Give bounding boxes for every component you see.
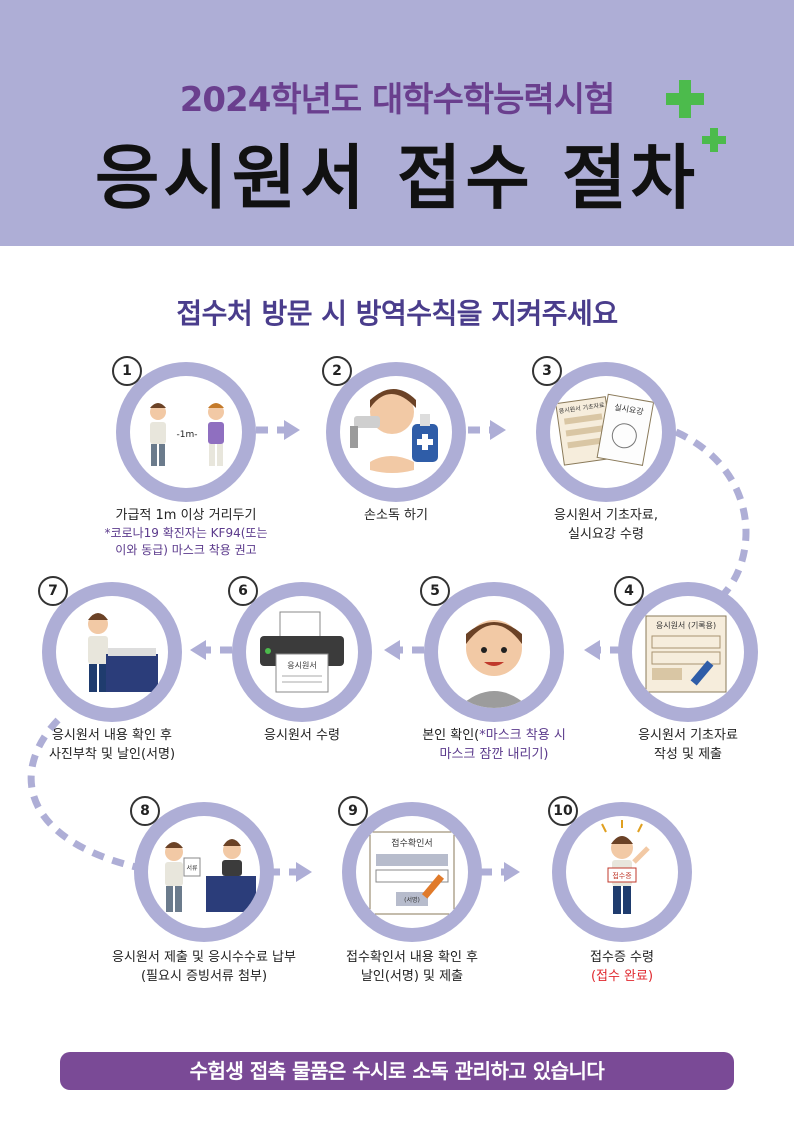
step-5: 5 bbox=[420, 576, 564, 722]
svg-text:접수증: 접수증 bbox=[612, 872, 632, 880]
step-3: 응시원서 기초자료 실시요강 3 bbox=[532, 356, 676, 502]
step-badge: 8 bbox=[130, 796, 160, 826]
step-3-caption: 응시원서 기초자료, 실시요강 수령 bbox=[554, 508, 658, 542]
svg-text:응시원서 (기록용): 응시원서 (기록용) bbox=[656, 621, 716, 630]
step-badge: 9 bbox=[338, 796, 368, 826]
step-10-caption: 접수증 수령 (접수 완료) bbox=[590, 950, 654, 984]
step-9-caption: 접수확인서 내용 확인 후 날인(서명) 및 제출 bbox=[346, 950, 478, 984]
step-badge: 7 bbox=[38, 576, 68, 606]
form-writing-icon: 응시원서 (기록용) bbox=[645, 615, 727, 693]
documents-icon: 응시원서 기초자료 실시요강 bbox=[555, 393, 655, 466]
step-1-caption: 가급적 1m 이상 거리두기 *코로나19 확진자는 KF94(또는 이와 동급… bbox=[104, 508, 268, 557]
step-1: -1m- 1 bbox=[112, 356, 256, 502]
step-badge: 5 bbox=[420, 576, 450, 606]
footer-banner: 수험생 접촉 물품은 수시로 소독 관리하고 있습니다 bbox=[60, 1052, 734, 1090]
submit-fee-icon: 서류 bbox=[165, 839, 256, 912]
step-6-caption: 응시원서 수령 bbox=[264, 728, 340, 743]
identity-check-icon bbox=[458, 620, 530, 708]
distance-label: -1m- bbox=[177, 430, 198, 440]
step-7-caption: 응시원서 내용 확인 후 사진부착 및 날인(서명) bbox=[48, 728, 176, 762]
step-2-caption: 손소독 하기 bbox=[364, 508, 428, 523]
svg-text:서류: 서류 bbox=[186, 864, 198, 872]
step-7: 7 bbox=[38, 576, 182, 722]
step-5-caption: 본인 확인(*마스크 착용 시 마스크 잠깐 내리기) bbox=[422, 728, 566, 762]
step-8-caption: 응시원서 제출 및 응시수수료 납부 (필요시 증빙서류 첨부) bbox=[112, 950, 296, 984]
hand-sanitizer-icon bbox=[350, 389, 438, 473]
printer-icon: 응시원서 bbox=[260, 611, 344, 693]
green-plus-icon bbox=[666, 80, 704, 118]
desk-signing-icon bbox=[88, 613, 158, 692]
small-green-plus-icon bbox=[702, 128, 726, 152]
step-10: 접수증 10 bbox=[548, 796, 692, 942]
header-subtitle: 2024학년도 대학수학능력시험 bbox=[179, 80, 616, 120]
header-banner: 2024학년도 대학수학능력시험 응시원서 접수 절차 bbox=[0, 0, 794, 246]
step-9: 접수확인서 (서명) 9 bbox=[338, 796, 482, 942]
step-badge: 1 bbox=[112, 356, 142, 386]
svg-text:응시원서: 응시원서 bbox=[287, 661, 316, 670]
step-badge: 6 bbox=[228, 576, 258, 606]
receipt-form-icon: 접수확인서 (서명) bbox=[369, 831, 455, 915]
step-8: 서류 8 bbox=[130, 796, 274, 942]
step-2: 2 bbox=[322, 356, 466, 502]
step-badge: 4 bbox=[614, 576, 644, 606]
header-title: 응시원서 접수 절차 bbox=[95, 137, 699, 219]
step-badge: 2 bbox=[322, 356, 352, 386]
social-distance-icon: -1m- bbox=[150, 403, 224, 466]
step-4-caption: 응시원서 기초자료 작성 및 제출 bbox=[638, 728, 738, 762]
step-badge: 10 bbox=[548, 796, 578, 826]
step-4: 응시원서 (기록용) 4 bbox=[614, 576, 758, 722]
svg-text:접수확인서: 접수확인서 bbox=[391, 837, 432, 849]
svg-text:(서명): (서명) bbox=[404, 896, 420, 904]
step-6: 응시원서 6 bbox=[228, 576, 372, 722]
guide-title: 접수처 방문 시 방역수칙을 지켜주세요 bbox=[176, 297, 618, 330]
receipt-completed-icon: 접수증 bbox=[601, 820, 650, 914]
step-badge: 3 bbox=[532, 356, 562, 386]
